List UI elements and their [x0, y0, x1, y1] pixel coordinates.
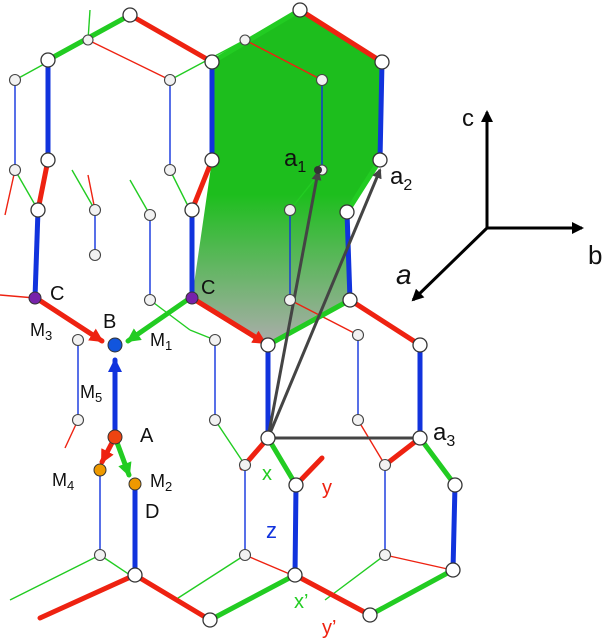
- site-c-left: [28, 291, 42, 305]
- label-a3: a3: [433, 419, 455, 450]
- back-nodes: [8, 34, 392, 562]
- site-a: [107, 429, 123, 445]
- label-m3: M3: [30, 320, 52, 343]
- label-m5: M5: [80, 382, 102, 405]
- site-m4: [93, 463, 107, 477]
- label-a2: a2: [390, 163, 412, 194]
- front-nodes: [30, 2, 463, 628]
- bond-label-x: x: [262, 463, 272, 485]
- label-m1: M1: [150, 330, 172, 353]
- bond-label-y: y: [322, 477, 332, 499]
- vector-a1-tip: [314, 166, 322, 174]
- axis-label-b: b: [588, 240, 602, 270]
- bond-label-y-prime: y’: [322, 617, 336, 638]
- label-a: A: [140, 425, 154, 447]
- arrow-m1: [125, 295, 193, 344]
- front-layer-bonds: [32, 7, 458, 623]
- label-c-left: C: [50, 283, 64, 305]
- label-b: B: [103, 311, 116, 333]
- label-d: D: [145, 501, 159, 523]
- label-c-right: C: [201, 277, 215, 299]
- site-d: [128, 477, 142, 491]
- site-b: [107, 337, 123, 353]
- label-m2: M2: [150, 471, 172, 494]
- axis-a: [411, 226, 489, 302]
- shaded-plaquette: [192, 10, 382, 345]
- axis-label-c: c: [462, 105, 474, 132]
- special-sites: [28, 166, 322, 491]
- label-m4: M4: [52, 470, 74, 493]
- bond-label-z: z: [266, 518, 277, 543]
- site-c-right: [185, 291, 199, 305]
- bond-label-x-prime: x’: [294, 591, 308, 613]
- axis-label-a: a: [396, 259, 412, 290]
- coordinate-axes: [411, 110, 584, 302]
- label-a1: a1: [284, 145, 306, 176]
- arrow-c-to-front: [189, 295, 268, 346]
- move-arrows: [33, 295, 268, 478]
- arrow-m3: [33, 295, 105, 344]
- vector-a2: [266, 168, 382, 439]
